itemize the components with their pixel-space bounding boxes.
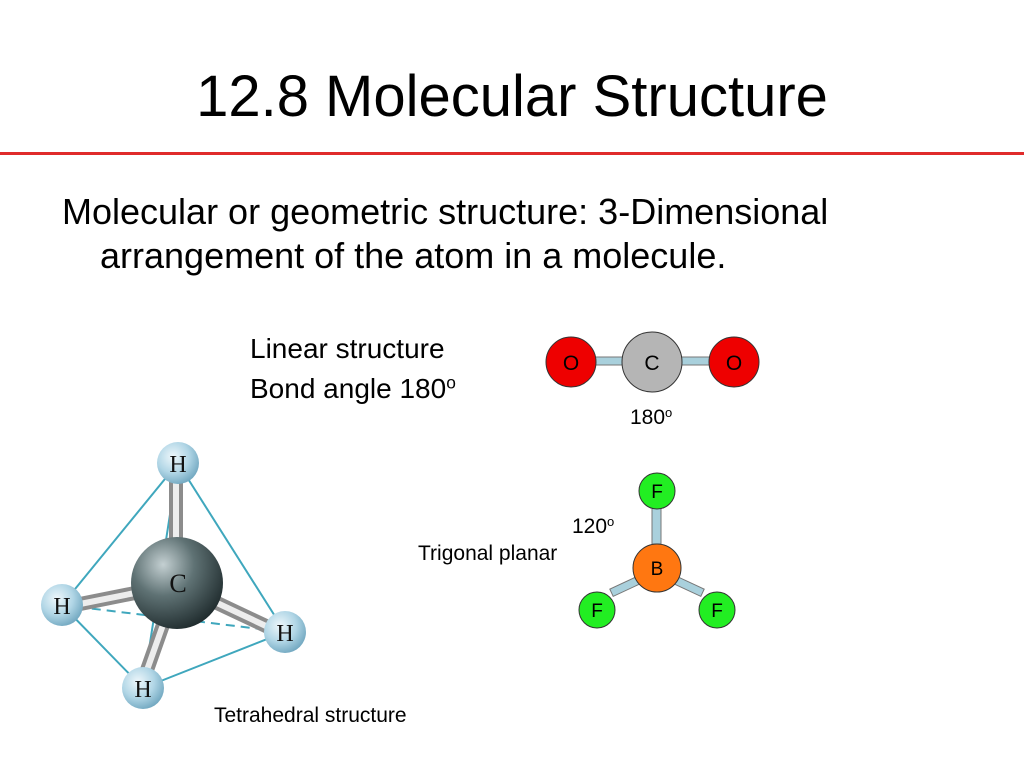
carbon-label-tetra: C [169, 569, 186, 598]
carbon-label: C [644, 352, 659, 375]
hydrogen-atom-top [157, 442, 199, 484]
bond-angle-label: Bond angle 180o [250, 372, 456, 404]
hydrogen-atom-left [41, 584, 83, 626]
fluorine-label-top: F [651, 482, 663, 503]
hydrogen-atom-right [264, 611, 306, 653]
bf3-molecule: F B F F [578, 472, 736, 629]
fluorine-atom-right [698, 591, 736, 629]
oxygen-atom-left [545, 336, 597, 388]
oxygen-label-right: O [726, 352, 742, 375]
boron-atom [632, 543, 682, 593]
oxygen-atom-right [708, 336, 760, 388]
trigonal-planar-label: Trigonal planar [418, 542, 558, 565]
bf3-angle-label: 120o [572, 513, 615, 538]
fluorine-atom-top [638, 472, 676, 510]
hydrogen-label-bottom: H [134, 677, 151, 703]
fluorine-label-left: F [591, 601, 603, 622]
hydrogen-atom-bottom [122, 667, 164, 709]
boron-label: B [651, 559, 664, 580]
carbon-atom-tetra [131, 537, 223, 629]
fluorine-label-right: F [711, 601, 723, 622]
co2-angle-label: 180o [630, 404, 673, 429]
ch4-molecule: C H H H H [41, 442, 306, 709]
linear-structure-label: Linear structure [250, 333, 445, 364]
bf3-bond-top [651, 507, 662, 545]
oxygen-label-left: O [563, 352, 579, 375]
fluorine-atom-left [578, 591, 616, 629]
co2-molecule: O C O [545, 331, 760, 393]
title-divider [0, 152, 1024, 155]
tetrahedral-structure-label: Tetrahedral structure [214, 704, 407, 727]
hydrogen-label-left: H [53, 594, 70, 620]
slide-title: 12.8 Molecular Structure [196, 64, 828, 129]
hydrogen-label-top: H [169, 452, 186, 478]
ch-bonds [73, 475, 275, 677]
carbon-atom [621, 331, 683, 393]
hydrogen-label-right: H [276, 621, 293, 647]
definition-text: Molecular or geometric structure: 3-Dime… [62, 191, 829, 276]
